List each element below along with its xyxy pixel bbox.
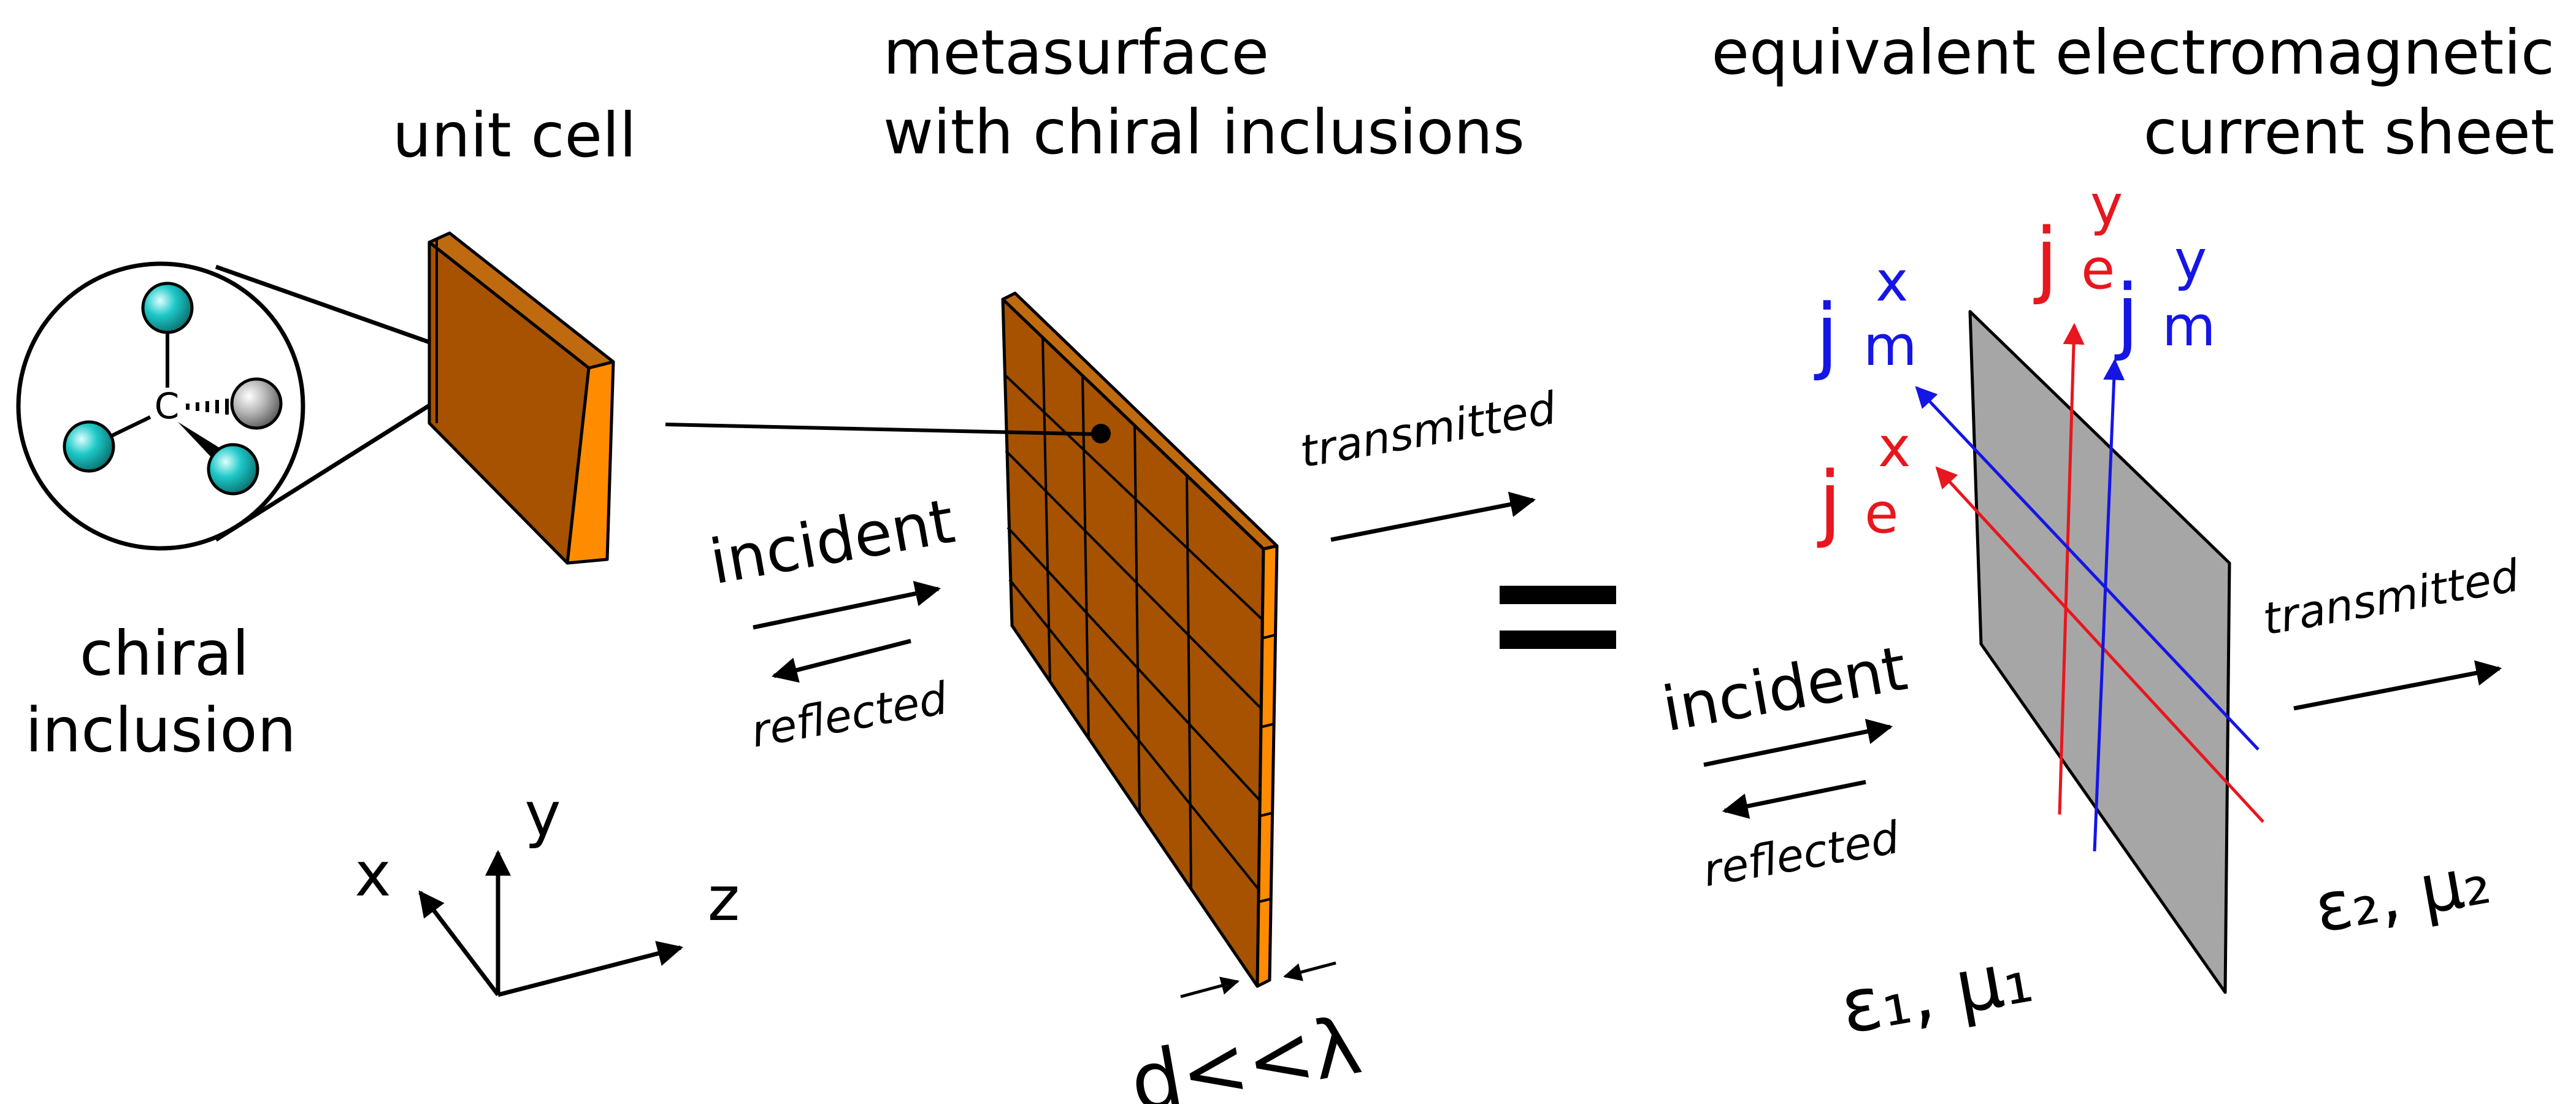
chiral-label-line2: inclusion xyxy=(25,694,296,766)
current-vectors xyxy=(1915,323,2264,852)
metasurface-heading-line1: metasurface xyxy=(883,17,1269,88)
svg-text:y: y xyxy=(2174,228,2207,293)
atom-grey xyxy=(230,377,283,430)
incident-label-left: incident xyxy=(705,485,960,599)
svg-text:j: j xyxy=(2033,210,2058,307)
axis-x-label: x xyxy=(355,838,391,910)
atom-bottom xyxy=(207,443,259,496)
current-sheet-heading-line2: current sheet xyxy=(2144,96,2555,168)
atom-top xyxy=(141,282,194,334)
svg-text:x: x xyxy=(1878,415,1911,480)
thickness-label: d<<λ xyxy=(1124,999,1368,1104)
unit-cell-connector xyxy=(665,423,1098,436)
reflected-label-right: reflected xyxy=(1699,811,1903,897)
svg-text:j: j xyxy=(2114,267,2139,363)
medium2-label: ε₂, μ₂ xyxy=(2309,840,2496,948)
unit-cell-marker-dot xyxy=(1091,424,1111,443)
unit-cell-block xyxy=(427,231,615,565)
svg-text:y: y xyxy=(2090,173,2123,237)
axis-y-label: y xyxy=(524,778,561,850)
atom-left xyxy=(63,420,115,473)
medium1-label: ε₁, μ₁ xyxy=(1834,933,2039,1051)
current-je-x-label: j e x xyxy=(1817,415,1911,550)
current-jm-y-label: j m y xyxy=(2114,228,2216,363)
chiral-label-line1: chiral xyxy=(80,618,249,689)
svg-text:e: e xyxy=(1865,481,1898,546)
equals-sign xyxy=(1500,586,1616,649)
coordinate-axes xyxy=(418,849,684,997)
chiral-inclusion-zoom: C xyxy=(16,261,495,551)
axis-z-label: z xyxy=(708,863,740,935)
transmitted-label-left: transmitted xyxy=(1296,382,1560,478)
svg-text:x: x xyxy=(1876,250,1908,314)
svg-text:m: m xyxy=(2162,294,2216,359)
left-wave-arrows xyxy=(753,491,1536,683)
metasurface-heading-line2: with chiral inclusions xyxy=(883,96,1525,168)
unit-cell-heading: unit cell xyxy=(393,99,637,171)
current-jm-x-label: j m x xyxy=(1814,250,1917,383)
right-wave-arrows xyxy=(1703,660,2502,819)
transmitted-label-right: transmitted xyxy=(2259,550,2523,645)
current-sheet-plane xyxy=(1968,310,2231,994)
current-je-y-label: j e y xyxy=(2033,173,2123,307)
svg-text:e: e xyxy=(2081,237,2115,302)
reflected-label-left: reflected xyxy=(747,672,951,757)
current-sheet-heading-line1: equivalent electromagnetic xyxy=(1712,17,2555,88)
metasurface xyxy=(1001,291,1279,988)
svg-text:m: m xyxy=(1863,314,1917,378)
thickness-arrows xyxy=(1180,961,1336,999)
svg-text:j: j xyxy=(1814,286,1839,383)
svg-text:j: j xyxy=(1817,454,1842,550)
carbon-atom-label: C xyxy=(155,385,180,427)
